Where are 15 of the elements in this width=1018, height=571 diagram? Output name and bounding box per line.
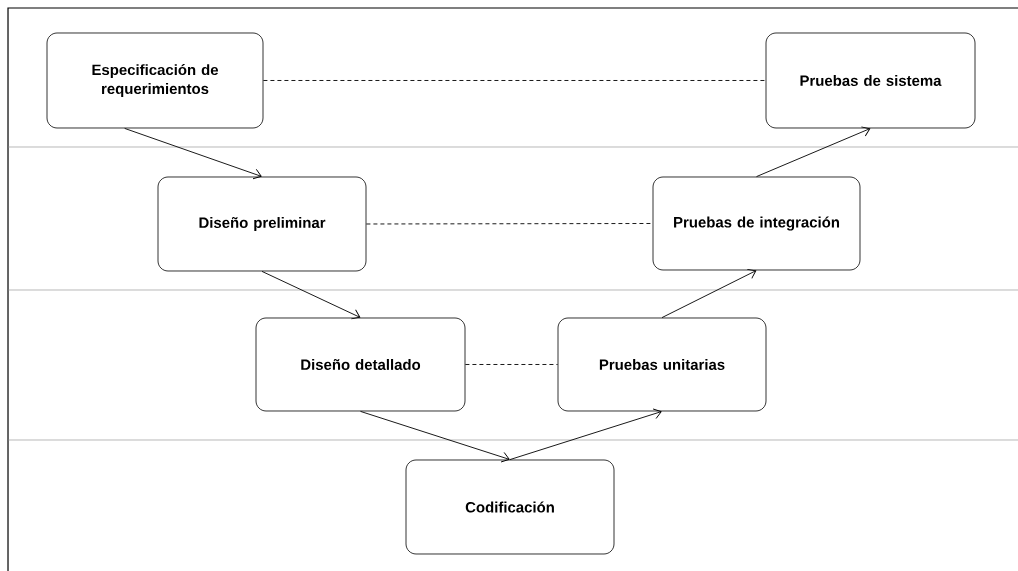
arrow [661, 268, 757, 319]
process-box: Pruebas de sistema [765, 32, 976, 129]
arrow [360, 410, 510, 463]
process-box: Pruebas de integración [652, 176, 861, 271]
process-box: Especificación de requerimientos [46, 32, 264, 129]
connector-line [464, 364, 559, 365]
arrow [124, 127, 262, 180]
connector-line [262, 80, 767, 81]
process-box: Diseño preliminar [157, 176, 367, 272]
process-box: Pruebas unitarias [557, 317, 767, 412]
arrow [756, 126, 871, 178]
arrow [509, 408, 662, 461]
process-box: Diseño detallado [255, 317, 466, 412]
process-box: Codificación [405, 459, 615, 555]
arrow [261, 270, 361, 320]
